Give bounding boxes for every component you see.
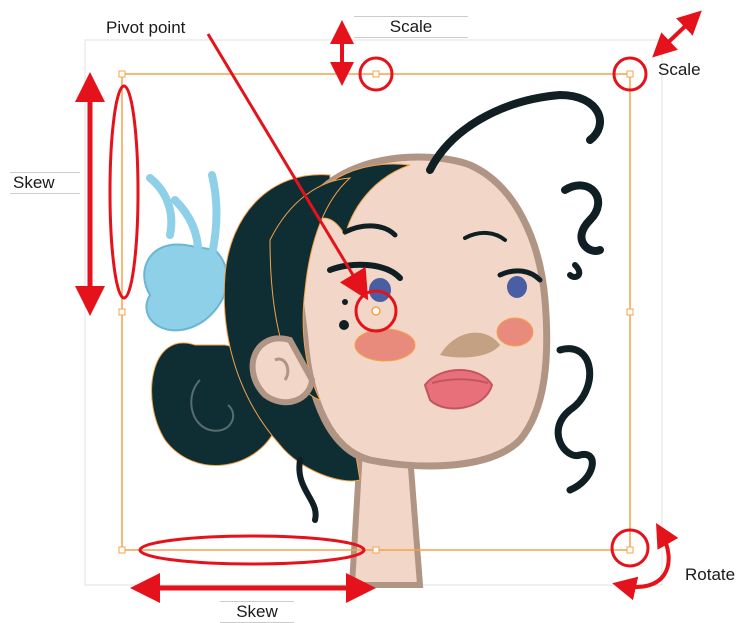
pivot-handle[interactable] — [372, 307, 380, 315]
handle-bottom-right[interactable] — [627, 547, 633, 553]
skew-left-label: Skew — [10, 172, 80, 194]
skew-left-ellipse — [110, 86, 138, 298]
rotate-label: Rotate — [685, 565, 735, 585]
handle-bottom-left[interactable] — [119, 547, 125, 553]
scale-corner-label: Scale — [658, 60, 701, 80]
character-illustration — [144, 95, 600, 585]
scale-top-label: Scale — [354, 16, 468, 38]
pivot-point-label: Pivot point — [106, 18, 185, 38]
skew-bottom-label: Skew — [220, 601, 294, 623]
handle-bottom-middle[interactable] — [373, 547, 379, 553]
handle-top-right[interactable] — [627, 71, 633, 77]
handle-middle-right[interactable] — [627, 309, 633, 315]
handle-top-left[interactable] — [119, 71, 125, 77]
scale-diagonal-arrow — [658, 16, 696, 52]
handle-middle-left[interactable] — [119, 309, 125, 315]
handle-top-middle[interactable] — [373, 71, 379, 77]
